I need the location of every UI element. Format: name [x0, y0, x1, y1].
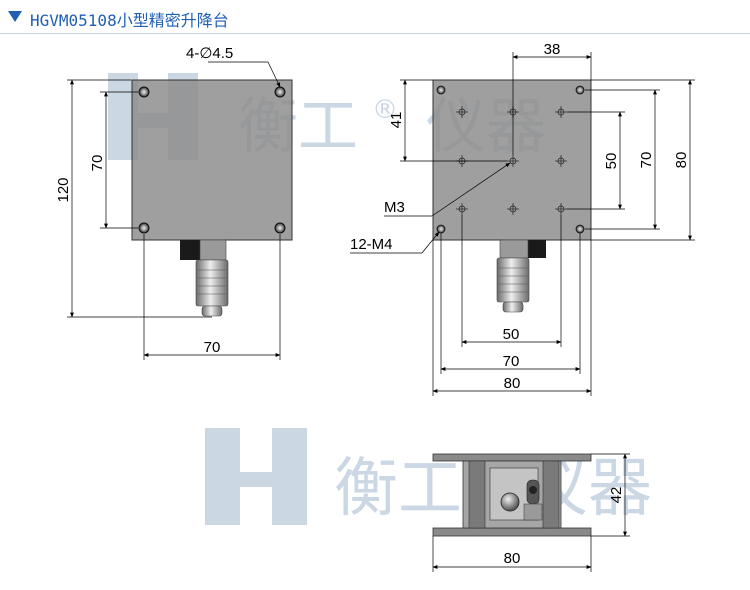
- dim-offset-top-38: 38: [544, 41, 561, 58]
- watermark-brand: 衡工: [334, 452, 462, 526]
- lock-screw: [529, 486, 537, 494]
- lock-knob: [180, 240, 202, 260]
- callout-12-m4: 12-M4: [350, 236, 393, 253]
- threaded-hole: [436, 224, 446, 234]
- grid-hole: [555, 203, 567, 215]
- front-view: 42 80: [432, 453, 630, 572]
- callout-m3: M3: [384, 199, 405, 216]
- dim-hole-pitch-v-70: 70: [89, 155, 106, 172]
- product-name: 小型精密升降台: [116, 13, 229, 30]
- dim-hole-pitch-h-70: 70: [204, 339, 221, 356]
- lock-knob: [526, 240, 546, 258]
- mounting-holes: [138, 86, 286, 234]
- dim-inner-70-h: 70: [503, 353, 520, 370]
- watermark-h-logo-icon: [205, 428, 307, 525]
- micrometer-tip: [201, 305, 223, 317]
- page-title: HGVM05108小型精密升降台: [30, 7, 229, 31]
- micrometer-knurling: [498, 267, 528, 293]
- mounting-hole: [274, 86, 286, 98]
- micrometer-thimble: [195, 259, 229, 307]
- triangle-bullet-icon: [8, 11, 22, 22]
- micrometer-knurling: [197, 269, 227, 295]
- mounting-hole: [274, 222, 286, 234]
- page-header: HGVM05108小型精密升降台: [0, 0, 750, 34]
- grid-hole-center: [507, 155, 519, 167]
- micrometer-mount: [199, 239, 227, 261]
- micrometer-mount: [499, 239, 529, 259]
- watermark-bottom: 衡工 ® 仪器: [205, 428, 652, 526]
- base-plate-edge: [432, 527, 592, 537]
- hole-callout: 4-∅4.5: [186, 45, 233, 62]
- top-plate-edge: [432, 453, 592, 462]
- grid-hole: [555, 155, 567, 167]
- watermark-registered: ®: [372, 95, 398, 125]
- top-left-view: 120 70 70 4-∅4.5: [55, 45, 293, 360]
- dim-inner-70-v: 70: [638, 152, 655, 169]
- grid-hole: [456, 203, 468, 215]
- model-number: HGVM05108: [30, 11, 117, 30]
- grid-hole: [456, 106, 468, 118]
- dim-outer-80-v: 80: [673, 152, 690, 169]
- top-plate: [432, 79, 592, 241]
- grid-hole: [555, 106, 567, 118]
- right-guide: [542, 460, 560, 529]
- lock-clamp: [523, 503, 543, 521]
- top-plate: [131, 79, 293, 241]
- dim-inner-50-v: 50: [603, 153, 620, 170]
- micrometer-thimble: [496, 257, 530, 303]
- mounting-hole: [138, 222, 150, 234]
- dim-front-height-42: 42: [608, 487, 625, 504]
- left-guide: [468, 460, 486, 529]
- mounting-hole: [138, 86, 150, 98]
- dim-outer-80-h: 80: [504, 375, 521, 392]
- top-right-view: 38 41 50 70 80 M3 12-M4 50: [350, 41, 695, 396]
- grid-hole: [507, 203, 519, 215]
- threaded-hole: [575, 85, 585, 95]
- micrometer-tip: [502, 301, 524, 313]
- micrometer-ball: [500, 492, 520, 512]
- header-divider: [0, 33, 750, 34]
- dim-inner-50-h: 50: [503, 326, 520, 343]
- threaded-hole: [575, 224, 585, 234]
- dim-height-120: 120: [55, 177, 72, 202]
- threaded-hole: [436, 85, 446, 95]
- dim-front-width-80: 80: [504, 550, 521, 567]
- dim-offset-left-41: 41: [388, 112, 405, 129]
